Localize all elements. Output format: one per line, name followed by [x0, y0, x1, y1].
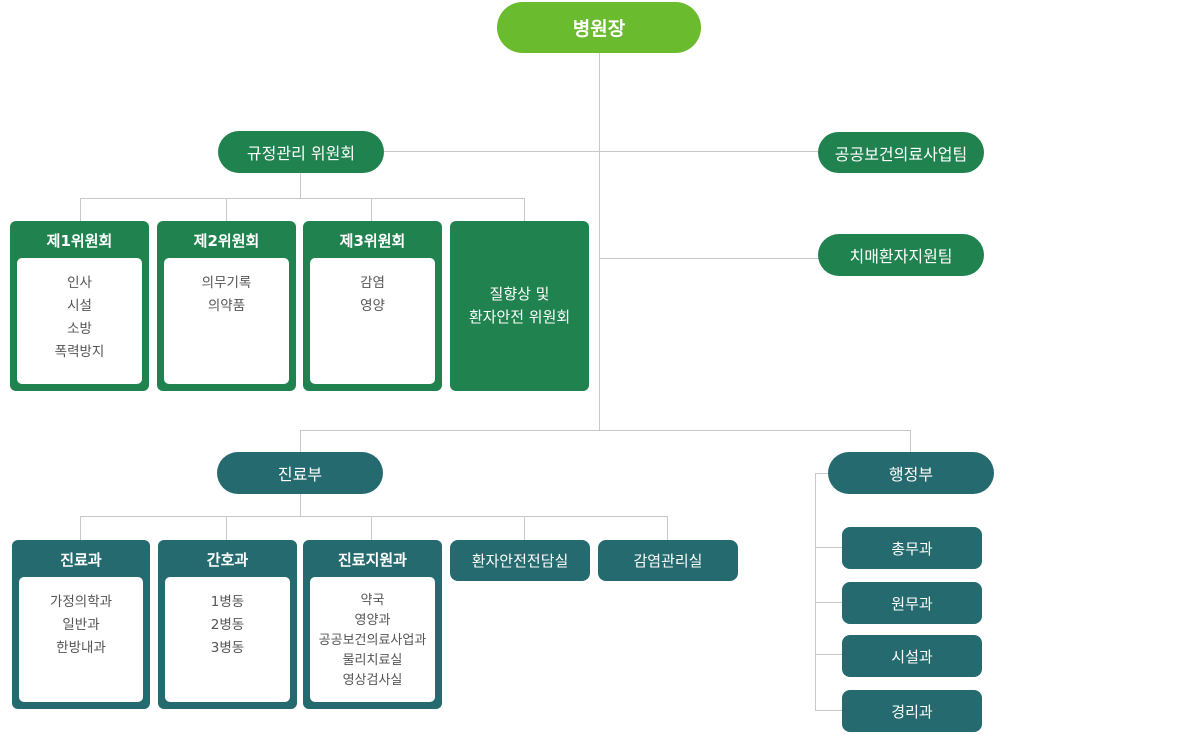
connector — [380, 151, 820, 152]
admin-section-general-affairs: 총무과 — [842, 527, 982, 569]
dept-nursing-box: 간호과 1병동 2병동 3병동 — [158, 540, 297, 709]
committee-2-box: 제2위원회 의무기록 의약품 — [157, 221, 296, 391]
committee-3-title: 제3위원회 — [339, 231, 406, 250]
connector — [599, 52, 600, 431]
dept-item: 영양과 — [354, 613, 391, 628]
director-node: 병원장 — [497, 2, 701, 53]
connector — [815, 473, 816, 710]
committee-item: 의약품 — [207, 298, 246, 314]
patient-safety-office-box: 환자안전전담실 — [450, 540, 590, 581]
connector — [910, 430, 911, 452]
admin-section-facilities: 시설과 — [842, 635, 982, 677]
connector — [80, 516, 81, 540]
committee-item: 의무기록 — [201, 275, 252, 291]
dept-item: 일반과 — [62, 617, 100, 633]
committee-2-items: 의무기록 의약품 — [164, 258, 289, 384]
dept-support-title: 진료지원과 — [337, 550, 407, 569]
committee-3-items: 감염 영양 — [310, 258, 435, 384]
connector — [815, 654, 842, 655]
quality-safety-line-2: 환자안전 위원회 — [468, 308, 571, 326]
dept-item: 공공보건의료사업과 — [318, 633, 427, 648]
medical-division-node: 진료부 — [217, 452, 383, 494]
connector — [300, 430, 301, 452]
dept-item: 약국 — [360, 593, 385, 608]
connector — [300, 172, 301, 198]
committee-item: 소방 — [67, 321, 92, 337]
dept-item: 가정의학과 — [49, 594, 113, 610]
connector — [667, 516, 668, 540]
admin-section-accounting: 경리과 — [842, 690, 982, 732]
dept-support-box: 진료지원과 약국 영양과 공공보건의료사업과 물리치료실 영상검사실 — [303, 540, 442, 709]
committee-item: 영양 — [360, 298, 385, 314]
dept-clinical-box: 진료과 가정의학과 일반과 한방내과 — [12, 540, 150, 709]
dementia-support-team-node: 치매환자지원팀 — [818, 234, 984, 276]
committee-item: 시설 — [67, 298, 92, 314]
connector — [815, 602, 842, 603]
connector — [226, 516, 227, 540]
committee-2-title: 제2위원회 — [193, 231, 260, 250]
connector — [371, 516, 372, 540]
admin-division-node: 행정부 — [828, 452, 994, 494]
committee-1-items: 인사 시설 소방 폭력방지 — [17, 258, 142, 384]
dept-item: 영상검사실 — [342, 673, 403, 688]
committee-1-box: 제1위원회 인사 시설 소방 폭력방지 — [10, 221, 149, 391]
dept-item: 물리치료실 — [342, 653, 403, 668]
committee-item: 폭력방지 — [54, 344, 105, 360]
public-health-team-node: 공공보건의료사업팀 — [818, 132, 984, 173]
connector — [600, 258, 820, 259]
committee-item: 감염 — [360, 275, 385, 291]
connector — [371, 198, 372, 221]
infection-control-office-box: 감염관리실 — [598, 540, 738, 581]
dept-nursing-title: 간호과 — [206, 550, 249, 569]
dept-clinical-items: 가정의학과 일반과 한방내과 — [19, 577, 143, 702]
dept-support-items: 약국 영양과 공공보건의료사업과 물리치료실 영상검사실 — [310, 577, 435, 702]
connector — [524, 516, 525, 540]
committee-item: 인사 — [67, 275, 92, 291]
dept-item: 3병동 — [210, 640, 245, 656]
connector — [300, 494, 301, 516]
dept-clinical-title: 진료과 — [60, 550, 102, 569]
connector — [300, 430, 911, 431]
committee-1-title: 제1위원회 — [46, 231, 113, 250]
admin-section-patient-affairs: 원무과 — [842, 582, 982, 624]
connector — [226, 198, 227, 221]
dept-item: 2병동 — [210, 617, 245, 633]
connector — [815, 710, 842, 711]
connector — [80, 198, 525, 199]
connector — [80, 516, 668, 517]
dept-item: 1병동 — [210, 594, 245, 610]
dept-nursing-items: 1병동 2병동 3병동 — [165, 577, 290, 702]
connector — [80, 198, 81, 221]
connector — [815, 547, 842, 548]
connector — [815, 473, 829, 474]
quality-safety-line-1: 질향상 및 — [489, 285, 550, 303]
dept-item: 한방내과 — [56, 640, 106, 656]
committee-3-box: 제3위원회 감염 영양 — [303, 221, 442, 391]
connector — [524, 198, 525, 221]
regulation-committee-node: 규정관리 위원회 — [218, 131, 384, 173]
quality-safety-committee-box: 질향상 및 환자안전 위원회 — [450, 221, 589, 391]
